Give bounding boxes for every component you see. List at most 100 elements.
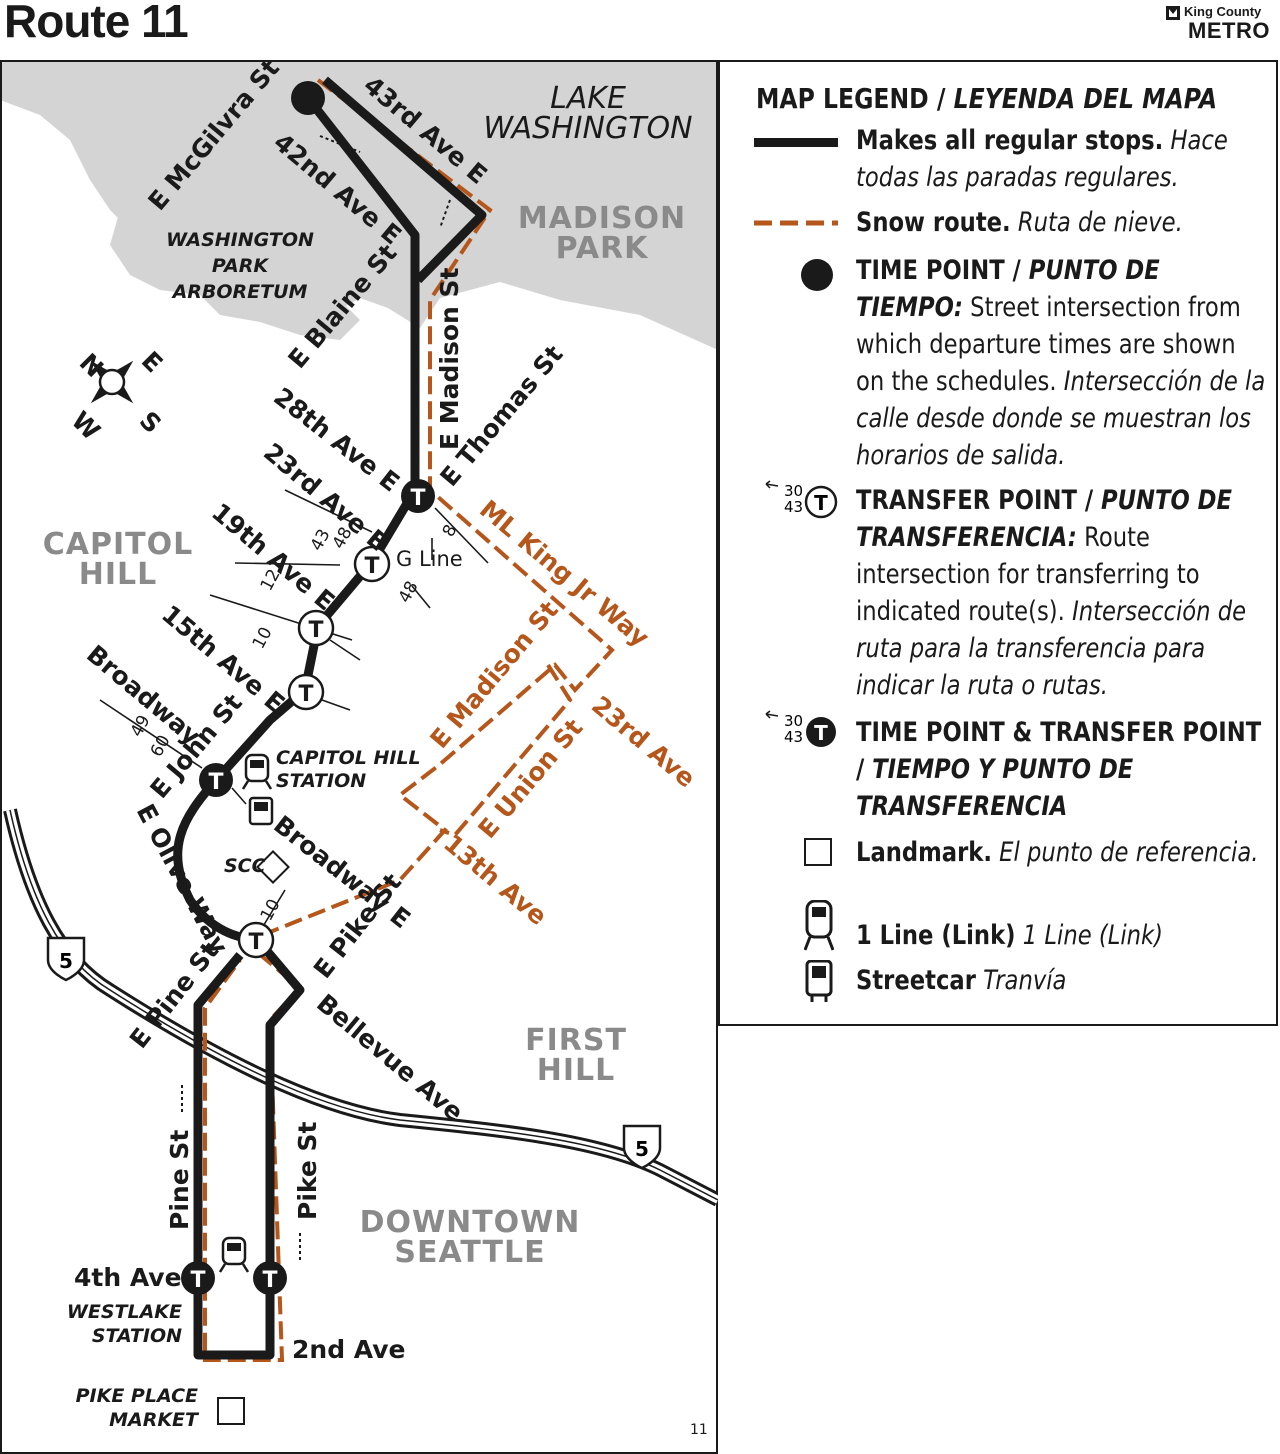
scc-label: SCC (224, 855, 266, 877)
transfer-23rd: T (353, 545, 391, 583)
link-train-legend-icon (804, 900, 834, 951)
street-pine: Pine St (165, 1130, 194, 1230)
street-pike: Pike St (293, 1121, 322, 1220)
link-train-icon (241, 753, 273, 790)
svg-text:T: T (262, 1268, 277, 1293)
svg-text:43: 43 (784, 728, 803, 746)
street-4th: 4th Ave (74, 1263, 182, 1292)
landmark-icon (804, 838, 832, 866)
transfer-48-south: 48 (395, 578, 423, 606)
arboretum-3: ARBORETUM (171, 281, 308, 303)
snow-union: E Union St (472, 713, 588, 844)
svg-text:5: 5 (59, 949, 73, 973)
capitol-hill-station-1: CAPITOL HILL (276, 747, 421, 769)
westlake-station-2: STATION (92, 1325, 182, 1347)
legend-transfer-point: TRANSFER POINT / PUNTO DE TRANSFERENCIA:… (856, 485, 1247, 701)
svg-text:30: 30 (784, 482, 803, 500)
transfer-10-olive: 10 (257, 896, 285, 924)
pike-place-landmark-icon (217, 1397, 245, 1425)
svg-text:T: T (308, 618, 323, 643)
transfer-olive: T (237, 921, 275, 959)
svg-text:43: 43 (784, 498, 803, 516)
lake-washington (0, 60, 718, 350)
route-map: T T T T T T T T 5 5 N E S W LAKE WASHING… (0, 60, 718, 1454)
logo-top-text: King County (1184, 4, 1262, 19)
pike-place-1: PIKE PLACE (76, 1385, 198, 1407)
time-point-icon (801, 259, 833, 291)
transfer-g-line: G Line (396, 547, 463, 571)
time-transfer-point-icon: 30 43 T (765, 710, 836, 747)
time-transfer-4th-pine: T (181, 1261, 215, 1295)
time-transfer-4th-pike: T (253, 1261, 287, 1295)
capitol-hill-2: HILL (79, 557, 158, 592)
transfer-point-icon: 30 43 T (765, 480, 838, 519)
westlake-station-1: WESTLAKE (67, 1301, 182, 1323)
street-19th: 19th Ave E (206, 497, 340, 616)
compass-w: W (66, 406, 106, 446)
king-county-crown-icon (1166, 6, 1180, 20)
downtown-2: SEATTLE (394, 1235, 545, 1270)
madison-park-1: MADISON (518, 201, 686, 236)
svg-text:T: T (410, 486, 425, 511)
transfer-10: 10 (249, 624, 277, 652)
time-transfer-thomas: T (401, 479, 435, 513)
legend-landmark: Landmark. El punto de referencia. (856, 837, 1259, 868)
lake-label-1: LAKE (550, 81, 626, 116)
snow-23rd: 23rd Ave (586, 690, 701, 793)
time-point-mcgilvra (291, 81, 325, 115)
map-legend: MAP LEGEND / LEYENDA DEL MAPA Makes all … (718, 60, 1278, 1026)
first-hill-1: FIRST (525, 1023, 627, 1058)
streetcar-icon (248, 796, 274, 826)
first-hill-2: HILL (537, 1053, 616, 1088)
compass-n: N (74, 348, 109, 383)
legend-regular: Makes all regular stops. Hace todas las … (856, 125, 1228, 193)
interstate-5-shield: 5 (46, 936, 86, 982)
transfer-points: T T T T T T T T (181, 479, 435, 1295)
compass-s: S (134, 406, 167, 439)
arboretum-2: PARK (212, 255, 270, 277)
transfer-15th: T (287, 673, 325, 711)
svg-text:T: T (248, 930, 263, 955)
pike-place-2: MARKET (109, 1409, 200, 1431)
compass-e: E (136, 346, 169, 379)
arboretum-marsh (110, 210, 360, 340)
capitol-hill-1: CAPITOL (43, 527, 193, 562)
svg-text:T: T (208, 770, 223, 795)
legend-link: 1 Line (Link) 1 Line (Link) (856, 920, 1164, 951)
legend-time-point: TIME POINT / PUNTO DE TIEMPO: Street int… (856, 255, 1266, 471)
logo-bottom-text: METRO (1188, 18, 1270, 43)
regular-route (173, 76, 487, 1360)
lake-label-2: WASHINGTON (483, 111, 692, 146)
svg-text:T: T (814, 721, 828, 745)
street-2nd: 2nd Ave (292, 1335, 406, 1364)
legend-heading: MAP LEGEND / LEYENDA DEL MAPA (756, 82, 1218, 115)
page-title: Route 11 (4, 0, 189, 47)
streetcar-legend-icon (805, 960, 833, 1002)
legend-streetcar: Streetcar Tranvía (856, 965, 1067, 996)
svg-text:T: T (814, 491, 828, 515)
legend-snow: Snow route. Ruta de nieve. (856, 207, 1183, 238)
snow-13th: 13th Ave (438, 828, 552, 931)
scc-landmark-icon (256, 850, 290, 884)
compass-icon (90, 360, 134, 404)
street-broadway-e: Broadway E (268, 810, 416, 934)
svg-text:T: T (298, 682, 313, 707)
page-number: 11 (690, 1422, 708, 1438)
downtown-1: DOWNTOWN (360, 1205, 581, 1240)
link-train-icon-westlake (218, 1236, 250, 1273)
interstate-5-shield-2: 5 (622, 1124, 662, 1170)
arboretum-1: WASHINGTON (166, 229, 314, 251)
svg-text:5: 5 (635, 1137, 649, 1161)
svg-text:T: T (364, 554, 379, 579)
svg-text:30: 30 (784, 712, 803, 730)
king-county-metro-logo: King County METRO (1162, 2, 1280, 44)
snow-route-swatch (754, 220, 838, 226)
street-madison: E Madison St (435, 267, 464, 450)
snow-mlk: ML King Jr Way (474, 494, 654, 652)
svg-text:T: T (190, 1268, 205, 1293)
madison-park-2: PARK (556, 231, 650, 266)
transfer-19th: T (297, 609, 335, 647)
capitol-hill-station-2: STATION (276, 770, 366, 792)
regular-route-swatch (754, 138, 838, 147)
legend-time-transfer: TIME POINT & TRANSFER POINT / TIEMPO Y P… (856, 717, 1262, 822)
